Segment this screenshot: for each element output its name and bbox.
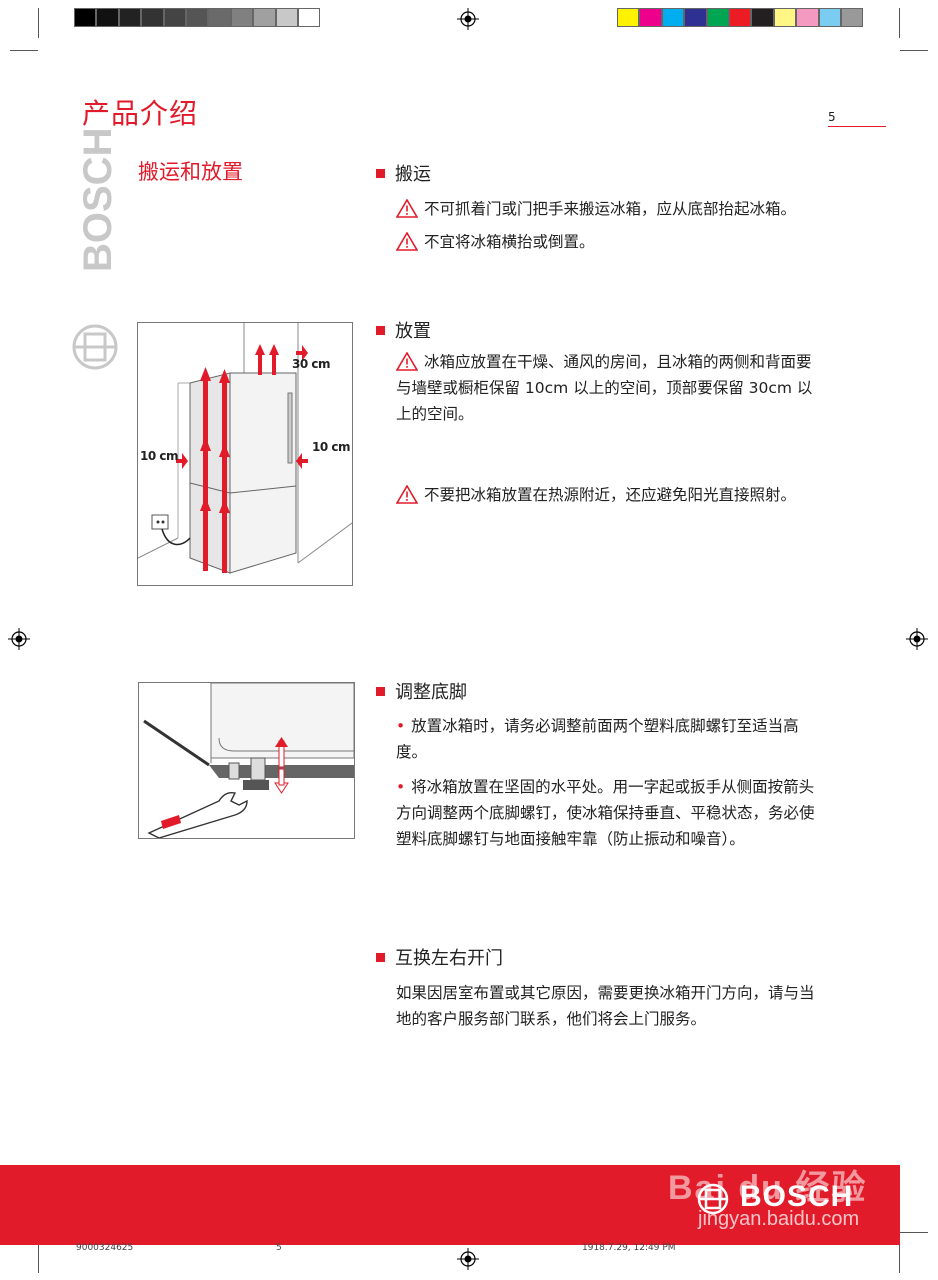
registration-mark-icon: [457, 8, 479, 30]
bullet-dot: •: [396, 778, 406, 796]
door-text: 如果因居室布置或其它原因，需要更换冰箱开门方向，请与当地的客户服务部门联系，他们…: [396, 984, 815, 1028]
gray-swatch: [298, 8, 321, 27]
color-swatch: [706, 8, 729, 27]
clearance-right-label: 10 cm: [312, 440, 351, 454]
warning-text: 冰箱应放置在干燥、通风的房间，且冰箱的两侧和背面要与墙壁或橱柜保留 10cm 以…: [396, 353, 813, 423]
gray-swatch: [96, 8, 119, 27]
warning-placement-2: 不要把冰箱放置在热源附近，还应避免阳光直接照射。: [395, 482, 824, 508]
color-swatch: [661, 8, 685, 27]
warning-placement-1: 冰箱应放置在干燥、通风的房间，且冰箱的两侧和背面要与墙壁或橱柜保留 10cm 以…: [395, 349, 824, 427]
color-swatch: [684, 8, 707, 27]
color-swatch: [818, 8, 841, 27]
feet-adjust-illustration: [143, 683, 354, 838]
footer-band: [0, 1165, 900, 1245]
gray-swatch: [118, 8, 142, 27]
crop-mark: [900, 1232, 928, 1233]
gray-swatch: [186, 8, 209, 27]
feet-adjust-figure: [138, 682, 355, 839]
warning-icon: [395, 231, 419, 251]
clearance-top-label: 30 cm: [292, 357, 331, 371]
warning-transport-1: 不可抓着门或门把手来搬运冰箱，应从底部抬起冰箱。: [395, 196, 826, 222]
color-swatch: [617, 8, 640, 27]
fridge-clearance-illustration: [138, 323, 352, 574]
warning-icon: [395, 198, 419, 218]
heading-placement-label: 放置: [395, 321, 431, 342]
bullet-dot: •: [396, 717, 406, 735]
placement-figure: 30 cm 10 cm 10 cm: [137, 322, 353, 586]
heading-placement: 放置: [376, 317, 431, 343]
color-swatch: [729, 8, 752, 27]
footer-page-number: 5: [276, 1243, 282, 1253]
heading-door: 互换左右开门: [376, 944, 503, 970]
color-swatch: [796, 8, 819, 27]
heading-transport: 搬运: [376, 160, 431, 186]
crop-mark: [899, 8, 900, 38]
gray-swatch: [275, 8, 298, 27]
crop-mark: [10, 50, 38, 51]
page-number-rule: [828, 126, 886, 127]
color-swatch: [639, 8, 662, 27]
bosch-emblem-icon: [72, 324, 118, 370]
crop-mark: [38, 1245, 39, 1273]
footer-brand-logo: BOSCH: [740, 1180, 854, 1213]
heading-feet-label: 调整底脚: [395, 682, 467, 703]
color-swatch: [751, 8, 774, 27]
warning-text: 不要把冰箱放置在热源附近，还应避免阳光直接照射。: [424, 486, 797, 504]
feet-bullet-2: •将冰箱放置在坚固的水平处。用一字起或扳手从侧面按箭头方向调整两个底脚螺钉，使冰…: [396, 774, 824, 852]
bullet-text: 将冰箱放置在坚固的水平处。用一字起或扳手从侧面按箭头方向调整两个底脚螺钉，使冰箱…: [396, 778, 815, 848]
section-title: 搬运和放置: [138, 160, 243, 184]
warning-text: 不可抓着门或门把手来搬运冰箱，应从底部抬起冰箱。: [424, 200, 797, 218]
clearance-left-label: 10 cm: [140, 449, 179, 463]
heading-transport-label: 搬运: [395, 164, 431, 185]
warning-transport-2: 不宜将冰箱横抬或倒置。: [395, 229, 826, 255]
print-timestamp: 1918.7.29, 12:49 PM: [582, 1243, 676, 1253]
baidu-watermark: Bai du 经验: [668, 1169, 868, 1207]
crop-mark: [38, 8, 39, 38]
gray-swatch: [141, 8, 164, 27]
heading-door-label: 互换左右开门: [395, 948, 503, 969]
heading-feet: 调整底脚: [376, 678, 467, 704]
registration-mark-icon: [906, 628, 928, 650]
crop-mark: [899, 1245, 900, 1273]
gray-swatch: [74, 8, 97, 27]
color-swatch: [773, 8, 797, 27]
baidu-watermark-url: jingyan.baidu.com: [698, 1208, 860, 1230]
page-title: 产品介绍: [82, 97, 199, 130]
bosch-vertical-logo: BOSCH: [76, 127, 120, 272]
warning-icon: [395, 484, 419, 504]
bosch-emblem-icon: [697, 1183, 729, 1215]
gray-swatch: [163, 8, 186, 27]
page-number: 5: [828, 110, 836, 124]
warning-text: 不宜将冰箱横抬或倒置。: [424, 233, 595, 251]
gray-swatch: [230, 8, 254, 27]
gray-swatch: [208, 8, 231, 27]
warning-icon: [395, 351, 419, 371]
doc-code: 9000324625: [76, 1243, 134, 1253]
color-swatch: [841, 8, 864, 27]
gray-swatch: [253, 8, 276, 27]
registration-mark-icon: [8, 628, 30, 650]
feet-bullet-1: •放置冰箱时，请务必调整前面两个塑料底脚螺钉至适当高度。: [396, 713, 824, 765]
crop-mark: [900, 50, 928, 51]
registration-mark-icon: [457, 1248, 479, 1270]
bullet-text: 放置冰箱时，请务必调整前面两个塑料底脚螺钉至适当高度。: [396, 717, 799, 761]
